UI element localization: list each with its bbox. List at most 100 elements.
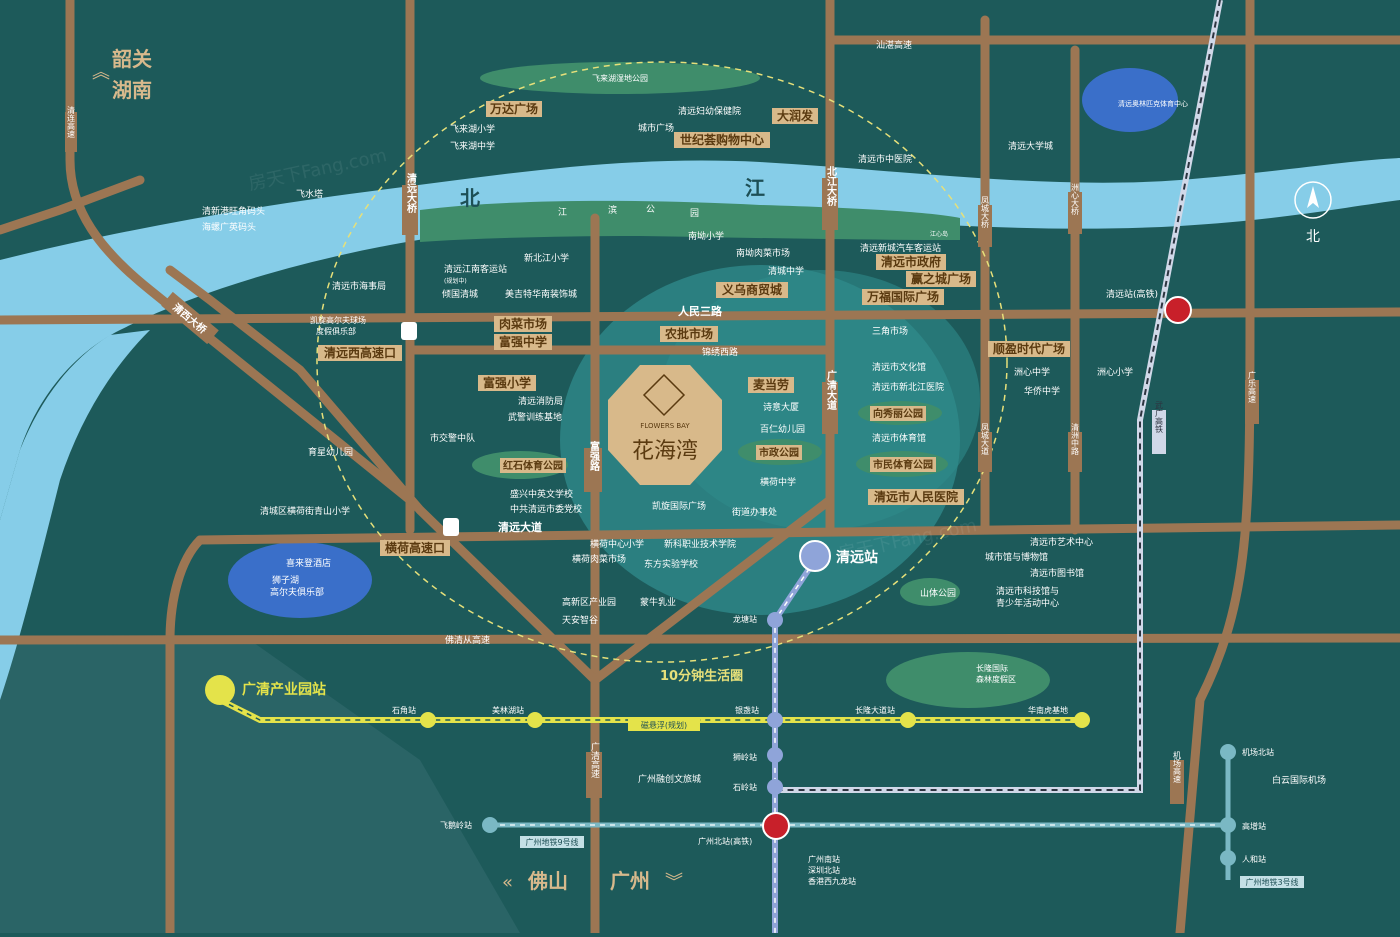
vlabel-fengcheng-ave: 凤城大道: [981, 423, 990, 456]
road-diag-east: [590, 495, 835, 685]
poi-xinwang: 清新港旺角码头: [202, 205, 265, 217]
box-labels: 万达广场 大润发 世纪荟购物中心 义乌商贸城 肉菜市场 富强中学 农批市场 富强…: [318, 101, 1070, 556]
poi-chengshi-plaza: 城市广场: [638, 122, 674, 134]
road-label-jinxiu: 锦绣西路: [702, 346, 738, 358]
road-diag-west: [165, 265, 600, 685]
box-gov: 清远市政府: [881, 254, 941, 269]
vlabel-guangle: 广乐高速: [1248, 370, 1257, 404]
poi-jiangnan-bus: 清远江南客运站: [444, 263, 507, 275]
poi-shizihu-golf: 高尔夫俱乐部: [270, 586, 324, 598]
vlabel-fuqiang: 富强路: [588, 440, 600, 472]
poi-xinbeijiang-pri: 新北江小学: [524, 252, 569, 264]
poi-qingyuan-univ: 清远大学城: [1008, 140, 1053, 152]
station-metro3: 广州地铁3号线: [1245, 877, 1298, 887]
poi-wujing: 武警训练基地: [508, 411, 562, 423]
vlabel-jichang: 机场高速: [1173, 750, 1182, 784]
compass-label: 北: [1306, 229, 1320, 245]
box-shunying: 顺盈时代广场: [993, 341, 1065, 356]
vlabel-zhouxin-bridge: 洲心大桥: [1071, 183, 1080, 216]
poi-street-office: 街道办事处: [732, 506, 777, 518]
station-longtang: 龙塘站: [733, 614, 757, 624]
poi-dongfang: 东方实验学校: [644, 558, 698, 570]
changlong-park: [886, 652, 1050, 708]
poi-xinke: 新科职业技术学院: [664, 538, 736, 550]
poi-baiyun: 白云国际机场: [1272, 774, 1326, 786]
station-huanan-tiger: 华南虎基地: [1028, 705, 1068, 715]
poi-hengho-center-pri: 横荷中心小学: [590, 538, 644, 550]
poi-feilaihu-mid: 飞来湖中学: [450, 140, 495, 152]
poi-golf-1: 凯旋高尔夫球场: [310, 315, 366, 325]
north-arrow-icon: ︽: [92, 62, 110, 83]
road-label-shanqing: 汕湛高速: [876, 39, 912, 51]
poi-bairen: 百仁幼儿园: [760, 423, 805, 435]
region-foshan: 佛山: [527, 869, 568, 893]
poi-jiangxin: 江心岛: [930, 230, 948, 238]
metro9-tag-bg: [520, 836, 584, 848]
poi-gaoxin: 高新区产业园: [562, 596, 616, 608]
poi-feishuita: 飞水塔: [296, 188, 323, 200]
vlabel-qingzhou: 清洲中路: [1071, 422, 1080, 455]
poi-jiaojing: 市交警中队: [430, 432, 475, 444]
west-arrow-icon: «: [502, 872, 513, 893]
poi-feilaihu-pri: 飞来湖小学: [450, 123, 495, 135]
poi-hengho-market: 横荷肉菜市场: [572, 553, 626, 565]
poi-beijiang-hosp: 清远市新北江医院: [872, 381, 944, 393]
poi-art-center: 清远市艺术中心: [1030, 536, 1093, 548]
region-shaoguan: 韶关: [112, 47, 152, 71]
box-nongpi: 农批市场: [664, 326, 713, 341]
box-wanda: 万达广场: [489, 101, 538, 116]
maglev-tag-bg: [628, 719, 700, 731]
poi-zhouxin-mid: 洲心中学: [1014, 366, 1050, 378]
center-logo-icon: [642, 373, 686, 417]
box-renmin-hospital: 清远市人民医院: [874, 489, 958, 504]
station-changlong: 长隆大道站: [855, 705, 895, 715]
box-shizheng: 市政公园: [759, 446, 799, 459]
box-shijihui: 世纪荟购物中心: [680, 132, 764, 147]
shizihu-lake: [228, 542, 372, 618]
poi-huaqiao-mid: 华侨中学: [1024, 385, 1060, 397]
box-wanfu: 万福国际广场: [866, 289, 939, 304]
road-foqing: [0, 633, 1400, 645]
station-shenzhen-north: 深圳北站: [808, 865, 840, 875]
poi-hengho-mid: 横荷中学: [760, 476, 796, 488]
vlabel-guangqing-exp: 广清高速: [589, 741, 600, 779]
poi-nanba-pri: 南坳小学: [688, 230, 724, 242]
vertical-labels: 清连高速 清远大桥 北江大桥 凤城大桥 洲心大桥 富强路 广清大道 凤城大道 清…: [65, 105, 1259, 804]
vlabel-wuguang: 武广高铁: [1155, 400, 1164, 434]
box-west-exit: 清远西高速口: [324, 345, 396, 360]
station-shijiao: 石角站: [392, 705, 416, 715]
vlabel-qinglian: 清连高速: [67, 105, 76, 139]
station-guangqing-park: 广清产业园站: [242, 681, 326, 698]
region-hunan: 湖南: [112, 78, 152, 102]
poi-qingcheng-dist: 倾国清城: [442, 288, 478, 300]
box-fuqiang-mid: 富强中学: [499, 334, 547, 349]
poi-shijie-tower: 诗意大厦: [763, 401, 799, 413]
maglev-line-dash: [219, 699, 1085, 721]
poi-tianan: 天安智谷: [562, 614, 598, 626]
box-shimin-park: 市民体育公园: [873, 458, 933, 471]
station-gz-south: 广州南站: [808, 854, 840, 864]
box-maidanglao: 麦当劳: [753, 377, 789, 392]
south-arrow-icon: ︾: [665, 872, 683, 893]
qingyuan-station-icon: [799, 540, 831, 572]
vlabel-beijiang-bridge: 北江大桥: [825, 165, 837, 207]
station-gz-north: 广州北站(高铁): [698, 836, 752, 846]
poi-golf-2: 度假俱乐部: [316, 326, 356, 336]
wetland-park: [480, 62, 760, 94]
park-char-2: 滨: [608, 204, 617, 216]
metro3-tag-bg: [1240, 876, 1304, 888]
poi-olympic: 清远奥林匹克体育中心: [1118, 99, 1188, 108]
poi-qingcheng-mid: 清城中学: [768, 265, 804, 277]
west-river: [0, 330, 150, 700]
poi-jiangnan-note: (规划中): [444, 277, 467, 285]
mountain-park-shape: [900, 578, 960, 606]
qingyuan-hsr-icon: [1164, 296, 1192, 324]
poi-library: 清远市图书馆: [1030, 567, 1084, 579]
station-qingyuan: 清远站: [836, 549, 878, 566]
circle-label: 10分钟生活圈: [660, 668, 743, 684]
hengho-exit-icon: [443, 518, 459, 536]
station-jichang-north: 机场北站: [1242, 747, 1274, 757]
region-guangzhou: 广州: [610, 869, 650, 893]
land-southwest: [0, 640, 520, 933]
